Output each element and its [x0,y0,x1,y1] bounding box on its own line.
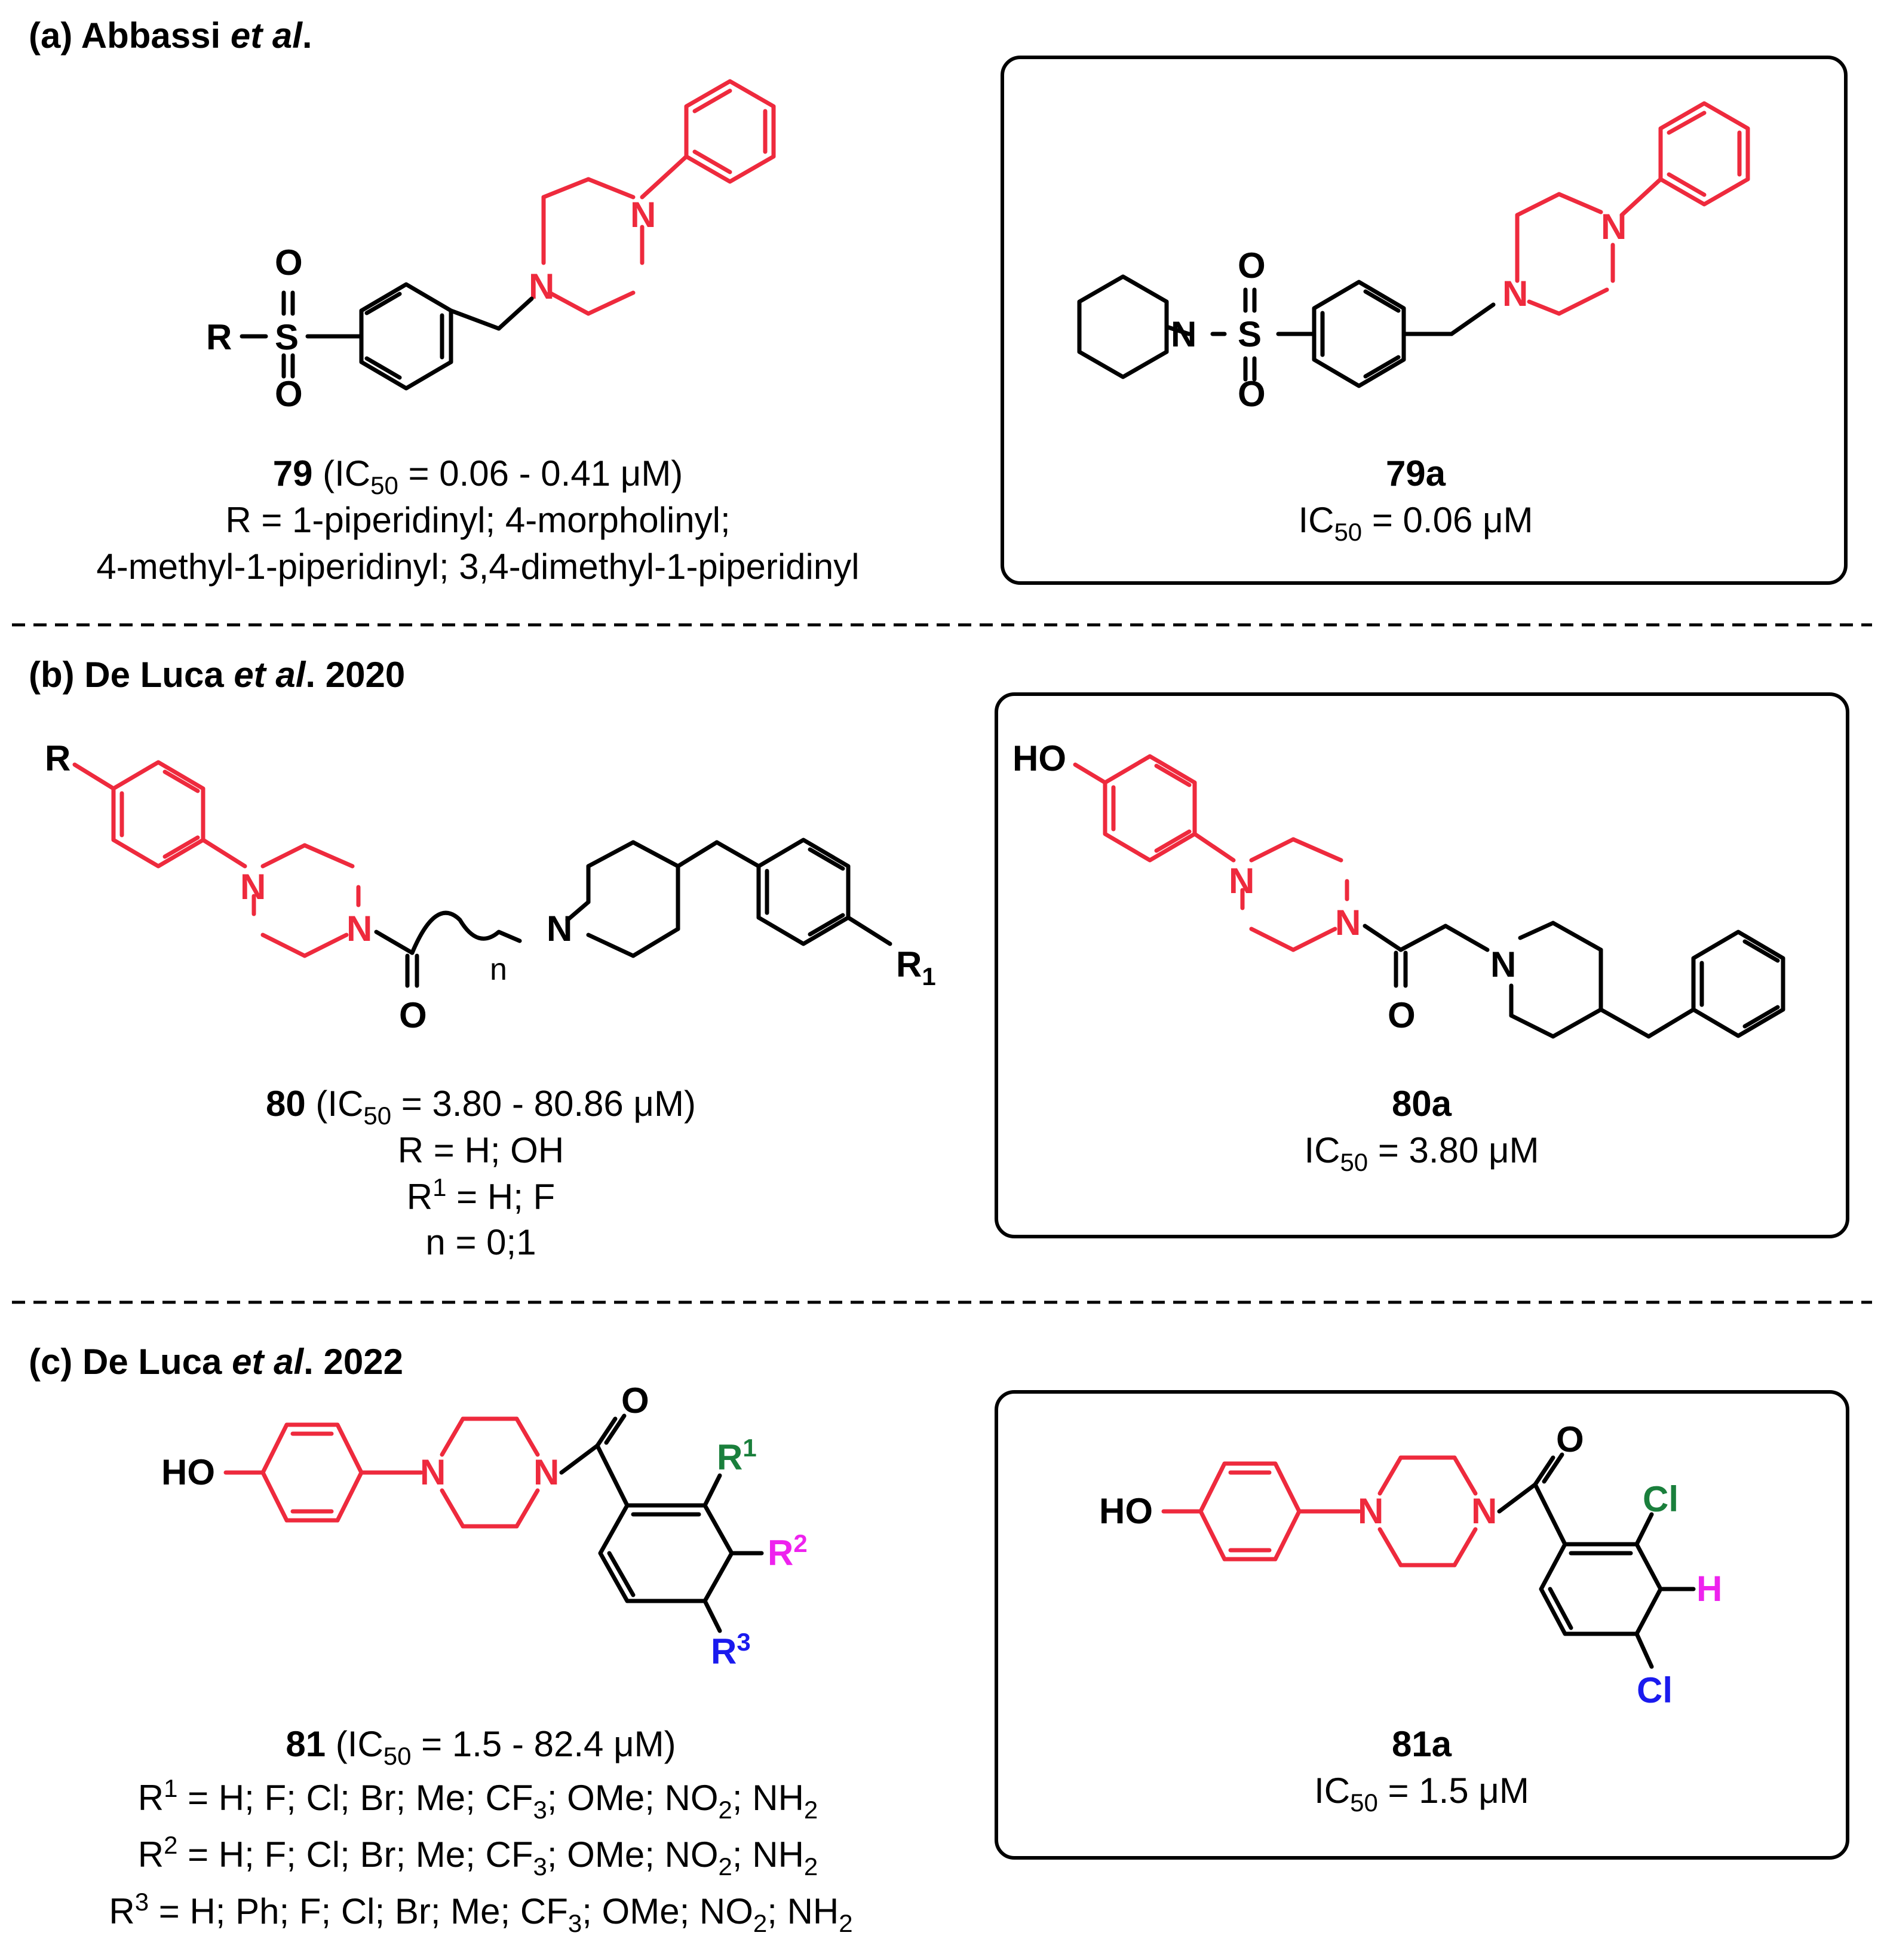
compound-79-ic50: 79 (IC50 = 0.06 - 0.41 μM) [273,453,683,499]
compound-79a-ic50: IC50 = 0.06 μM [1298,500,1533,546]
box-79a [1001,56,1848,585]
structure-80: R N N [45,738,936,1035]
atom-s-79: S [275,317,299,357]
subscript-n-80: n [490,952,507,987]
compound-79-r-line2: 4-methyl-1-piperidinyl; 3,4-dimethyl-1-p… [96,547,859,587]
atom-o-79a-top: O [1238,246,1266,286]
atom-ho-80a: HO [1012,738,1066,778]
atom-o-79-bottom: O [275,374,303,414]
structure-81a: HO N N [1099,1419,1722,1710]
atom-ho-81: HO [161,1452,215,1492]
atom-r2-81: R2 [768,1529,808,1573]
compound-80-r-line: R = H; OH [398,1130,564,1170]
compound-81-r2-line: R2 = H; F; Cl; Br; Me; CF3; OMe; NO2; NH… [138,1831,818,1881]
atom-n-80a-pip: N [1490,944,1516,984]
compound-81a-ic50: IC50 = 1.5 μM [1314,1771,1529,1817]
structure-79a: N O S O N N [1077,101,1750,414]
atom-n-81-pz1: N [420,1452,446,1492]
box-80a [995,692,1849,1238]
atom-n-80-pz1: N [240,867,266,907]
atom-n-80a-pz1: N [1229,861,1254,901]
atom-n-79a: N [1171,314,1196,354]
atom-n-79-top: N [630,195,656,235]
compound-80-ic50: 80 (IC50 = 3.80 - 80.86 μM) [266,1084,696,1130]
atom-o-81a: O [1556,1419,1584,1459]
atom-n-80-pz2: N [346,909,372,949]
atom-r-80: R [45,738,70,778]
structure-81: HO N N [161,1381,808,1671]
panel-b-header: (b) De Luca et al. 2020 [29,655,405,695]
compound-81a-id: 81a [1392,1724,1452,1764]
atom-n-81-pz2: N [533,1452,559,1492]
atom-r3-81: R3 [711,1628,751,1671]
compound-80-r1-line: R1 = H; F [407,1173,555,1217]
panel-a-header: (a) Abbassi et al. [29,16,312,56]
compound-79-r-line1: R = 1-piperidinyl; 4-morpholinyl; [225,500,730,540]
atom-n-81a-pz1: N [1358,1491,1383,1531]
compound-80a-id: 80a [1392,1084,1452,1124]
compound-81-r1-line: R1 = H; F; Cl; Br; Me; CF3; OMe; NO2; NH… [138,1774,818,1824]
atom-cl-81a-bottom: Cl [1637,1670,1673,1710]
compound-81-ic50: 81 (IC50 = 1.5 - 82.4 μM) [286,1724,676,1770]
atom-n-79a-pz2: N [1601,207,1627,247]
atom-n-81a-pz2: N [1471,1491,1497,1531]
atom-r-79: R [206,317,232,357]
atom-o-79-top: O [275,243,303,283]
atom-cl-81a-top: Cl [1643,1479,1679,1519]
atom-n-79a-pz1: N [1502,274,1528,314]
compound-80-n-line: n = 0;1 [425,1222,536,1262]
atom-n-80a-pz2: N [1335,903,1361,943]
atom-r1-80: R1 [896,944,936,990]
atom-o-79a-bottom: O [1238,374,1266,414]
atom-o-80: O [399,995,427,1035]
atom-h-81a: H [1696,1569,1722,1609]
structure-80a: HO N N [1012,738,1785,1039]
compound-80a-ic50: IC50 = 3.80 μM [1304,1130,1539,1176]
atom-n-80-pip: N [547,909,572,949]
atom-r1-81: R1 [717,1434,757,1477]
panel-b: (b) De Luca et al. 2020 R N N [29,655,1849,1262]
atom-o-81: O [621,1381,649,1421]
atom-ho-81a: HO [1099,1491,1153,1531]
panel-a: (a) Abbassi et al. N N [29,16,1848,587]
atom-o-80a: O [1388,995,1416,1035]
panel-c-header: (c) De Luca et al. 2022 [29,1342,403,1382]
structure-79: N N O S O R [206,79,776,414]
panel-c: (c) De Luca et al. 2022 HO N N [29,1342,1849,1937]
atom-s-79a: S [1238,314,1262,354]
compound-79a-id: 79a [1386,453,1446,493]
box-81a [995,1390,1849,1860]
compound-81-r3-line: R3 = H; Ph; F; Cl; Br; Me; CF3; OMe; NO2… [109,1888,852,1937]
